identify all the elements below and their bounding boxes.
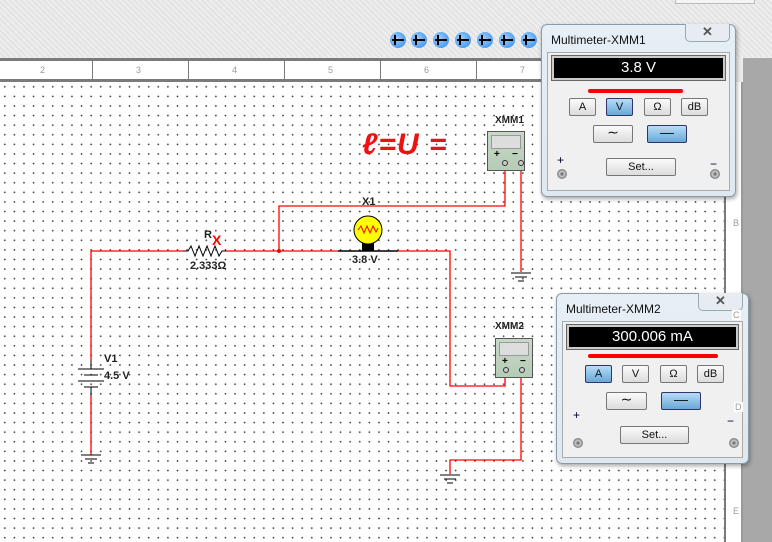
toolbar-box bbox=[675, 0, 755, 4]
resistor-value: 2.333Ω bbox=[190, 260, 227, 272]
battery-symbol[interactable] bbox=[78, 360, 104, 396]
handwritten-annotation: ℓ=U = bbox=[362, 128, 448, 161]
set-button[interactable]: Set... bbox=[606, 158, 676, 176]
ruler-label: 3 bbox=[136, 65, 142, 75]
wires[interactable] bbox=[90, 170, 522, 474]
xmm1-ref: XMM1 bbox=[495, 115, 524, 126]
ruler-label: B bbox=[732, 218, 741, 228]
lamp-symbol[interactable] bbox=[338, 215, 398, 252]
resistor-symbol[interactable] bbox=[183, 244, 226, 258]
mosfet-icon[interactable] bbox=[521, 32, 537, 48]
minus-terminal[interactable] bbox=[710, 169, 720, 179]
ruler-label: 7 bbox=[520, 65, 526, 75]
ruler-label: C bbox=[732, 310, 741, 320]
lamp-ref: X1 bbox=[362, 196, 376, 208]
red-underline bbox=[588, 354, 718, 358]
ruler-label: 6 bbox=[424, 65, 430, 75]
source-value: 4.5 V bbox=[104, 370, 130, 382]
window-title: Multimeter-XMM2 bbox=[566, 302, 661, 316]
multimeter-xmm2-window[interactable]: Multimeter-XMM2 ✕ 300.006 mA A V Ω dB ∼ … bbox=[556, 293, 749, 464]
source-ref: V1 bbox=[104, 353, 118, 365]
bjt-pnp-icon[interactable] bbox=[455, 32, 471, 48]
plus-terminal[interactable] bbox=[573, 438, 583, 448]
lamp-value: 3.8 V bbox=[352, 254, 378, 266]
multimeter-xmm1-window[interactable]: Multimeter-XMM1 ✕ 3.8 V A V Ω dB ∼ — Set… bbox=[541, 24, 736, 197]
dc-button[interactable]: — bbox=[661, 392, 701, 410]
ammeter-button[interactable]: A bbox=[585, 365, 612, 383]
reading-display: 3.8 V bbox=[551, 55, 726, 81]
ac-button[interactable]: ∼ bbox=[593, 125, 633, 143]
minus-label: − bbox=[710, 157, 718, 171]
close-button[interactable]: ✕ bbox=[698, 293, 743, 311]
ruler-label: E bbox=[732, 506, 741, 516]
multimeter-xmm2-symbol[interactable]: +− bbox=[495, 338, 533, 378]
voltmeter-button[interactable]: V bbox=[606, 98, 633, 116]
minus-label: − bbox=[727, 414, 735, 428]
voltmeter-button[interactable]: V bbox=[622, 365, 649, 383]
plus-terminal[interactable] bbox=[557, 169, 567, 179]
resistor-ref: R bbox=[204, 229, 212, 241]
fault-mark: X bbox=[212, 232, 222, 248]
decibel-button[interactable]: dB bbox=[681, 98, 708, 116]
mosfet-icon[interactable] bbox=[499, 32, 515, 48]
ruler-label: 5 bbox=[328, 65, 334, 75]
plus-label: + bbox=[557, 153, 565, 167]
red-underline bbox=[588, 89, 683, 93]
dc-button[interactable]: — bbox=[647, 125, 687, 143]
minus-terminal[interactable] bbox=[729, 438, 739, 448]
window-title: Multimeter-XMM1 bbox=[551, 33, 646, 47]
ammeter-button[interactable]: A bbox=[569, 98, 596, 116]
ohmmeter-button[interactable]: Ω bbox=[644, 98, 671, 116]
reading-display: 300.006 mA bbox=[566, 324, 739, 350]
ruler-label: 2 bbox=[40, 65, 46, 75]
set-button[interactable]: Set... bbox=[620, 426, 689, 444]
mosfet-icon[interactable] bbox=[477, 32, 493, 48]
bjt-pnp-icon[interactable] bbox=[411, 32, 427, 48]
ac-button[interactable]: ∼ bbox=[606, 392, 647, 410]
ruler-label: D bbox=[734, 402, 743, 412]
plus-label: + bbox=[573, 408, 581, 422]
ohmmeter-button[interactable]: Ω bbox=[660, 365, 687, 383]
bjt-npn-icon[interactable] bbox=[433, 32, 449, 48]
junction bbox=[277, 249, 281, 253]
ruler-label: 4 bbox=[232, 65, 238, 75]
multimeter-xmm1-symbol[interactable]: +− bbox=[487, 131, 525, 171]
ground-icon bbox=[511, 272, 531, 282]
bjt-npn-icon[interactable] bbox=[390, 32, 406, 48]
schematic-canvas[interactable] bbox=[0, 82, 724, 542]
ground-icon bbox=[81, 454, 101, 464]
xmm2-ref: XMM2 bbox=[495, 321, 524, 332]
ground-icon bbox=[440, 474, 460, 484]
close-button[interactable]: ✕ bbox=[685, 24, 730, 42]
decibel-button[interactable]: dB bbox=[697, 365, 724, 383]
